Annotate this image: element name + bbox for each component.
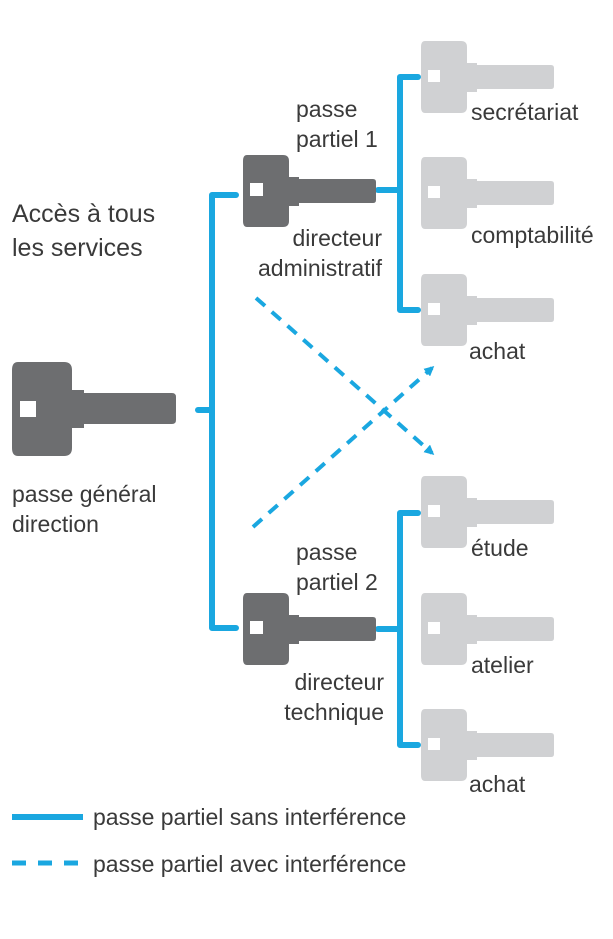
master-label-line2: direction bbox=[12, 511, 99, 537]
partial-1-name-line2: partiel 1 bbox=[296, 126, 378, 152]
header-line1: Accès à tous bbox=[12, 200, 155, 228]
service-1-2: comptabilité bbox=[471, 222, 594, 248]
service-key-holes-2 bbox=[428, 505, 440, 750]
partial-2-owner-line2: technique bbox=[284, 699, 384, 725]
partial-1-owner-line2: administratif bbox=[258, 255, 383, 281]
master-key-icon bbox=[12, 362, 176, 456]
service-keys-group-1 bbox=[421, 41, 554, 346]
legend: passe partiel sans interférence passe pa… bbox=[12, 804, 406, 877]
service-keys-group-2 bbox=[421, 476, 554, 781]
service-key-holes-1 bbox=[428, 70, 440, 315]
key-hole bbox=[250, 621, 263, 634]
key-hole bbox=[20, 401, 36, 417]
arrow-admin-to-etude bbox=[254, 296, 435, 455]
service-key-achat-1-icon bbox=[421, 274, 554, 346]
partial-1-owner-line1: directeur bbox=[293, 225, 383, 251]
arrow-technique-to-achat bbox=[251, 366, 435, 529]
key-hole bbox=[250, 183, 263, 196]
service-1-3: achat bbox=[469, 338, 526, 364]
service-2-2: atelier bbox=[471, 652, 534, 678]
partial-2-name-line2: partiel 2 bbox=[296, 569, 378, 595]
service-key-comptabilite-icon bbox=[421, 157, 554, 229]
solid-connectors bbox=[195, 74, 421, 748]
partial-2-name-line1: passe bbox=[296, 539, 357, 565]
service-1-1: secrétariat bbox=[471, 99, 579, 125]
legend-solid-label: passe partiel sans interférence bbox=[93, 804, 406, 830]
service-2-3: achat bbox=[469, 771, 526, 797]
interference-arrows bbox=[251, 296, 435, 529]
legend-dashed-label: passe partiel avec interférence bbox=[93, 851, 406, 877]
service-2-1: étude bbox=[471, 535, 529, 561]
header-line2: les services bbox=[12, 234, 143, 262]
partial-2-owner-line1: directeur bbox=[295, 669, 385, 695]
partial-1-name-line1: passe bbox=[296, 96, 357, 122]
master-label-line1: passe général bbox=[12, 481, 157, 507]
